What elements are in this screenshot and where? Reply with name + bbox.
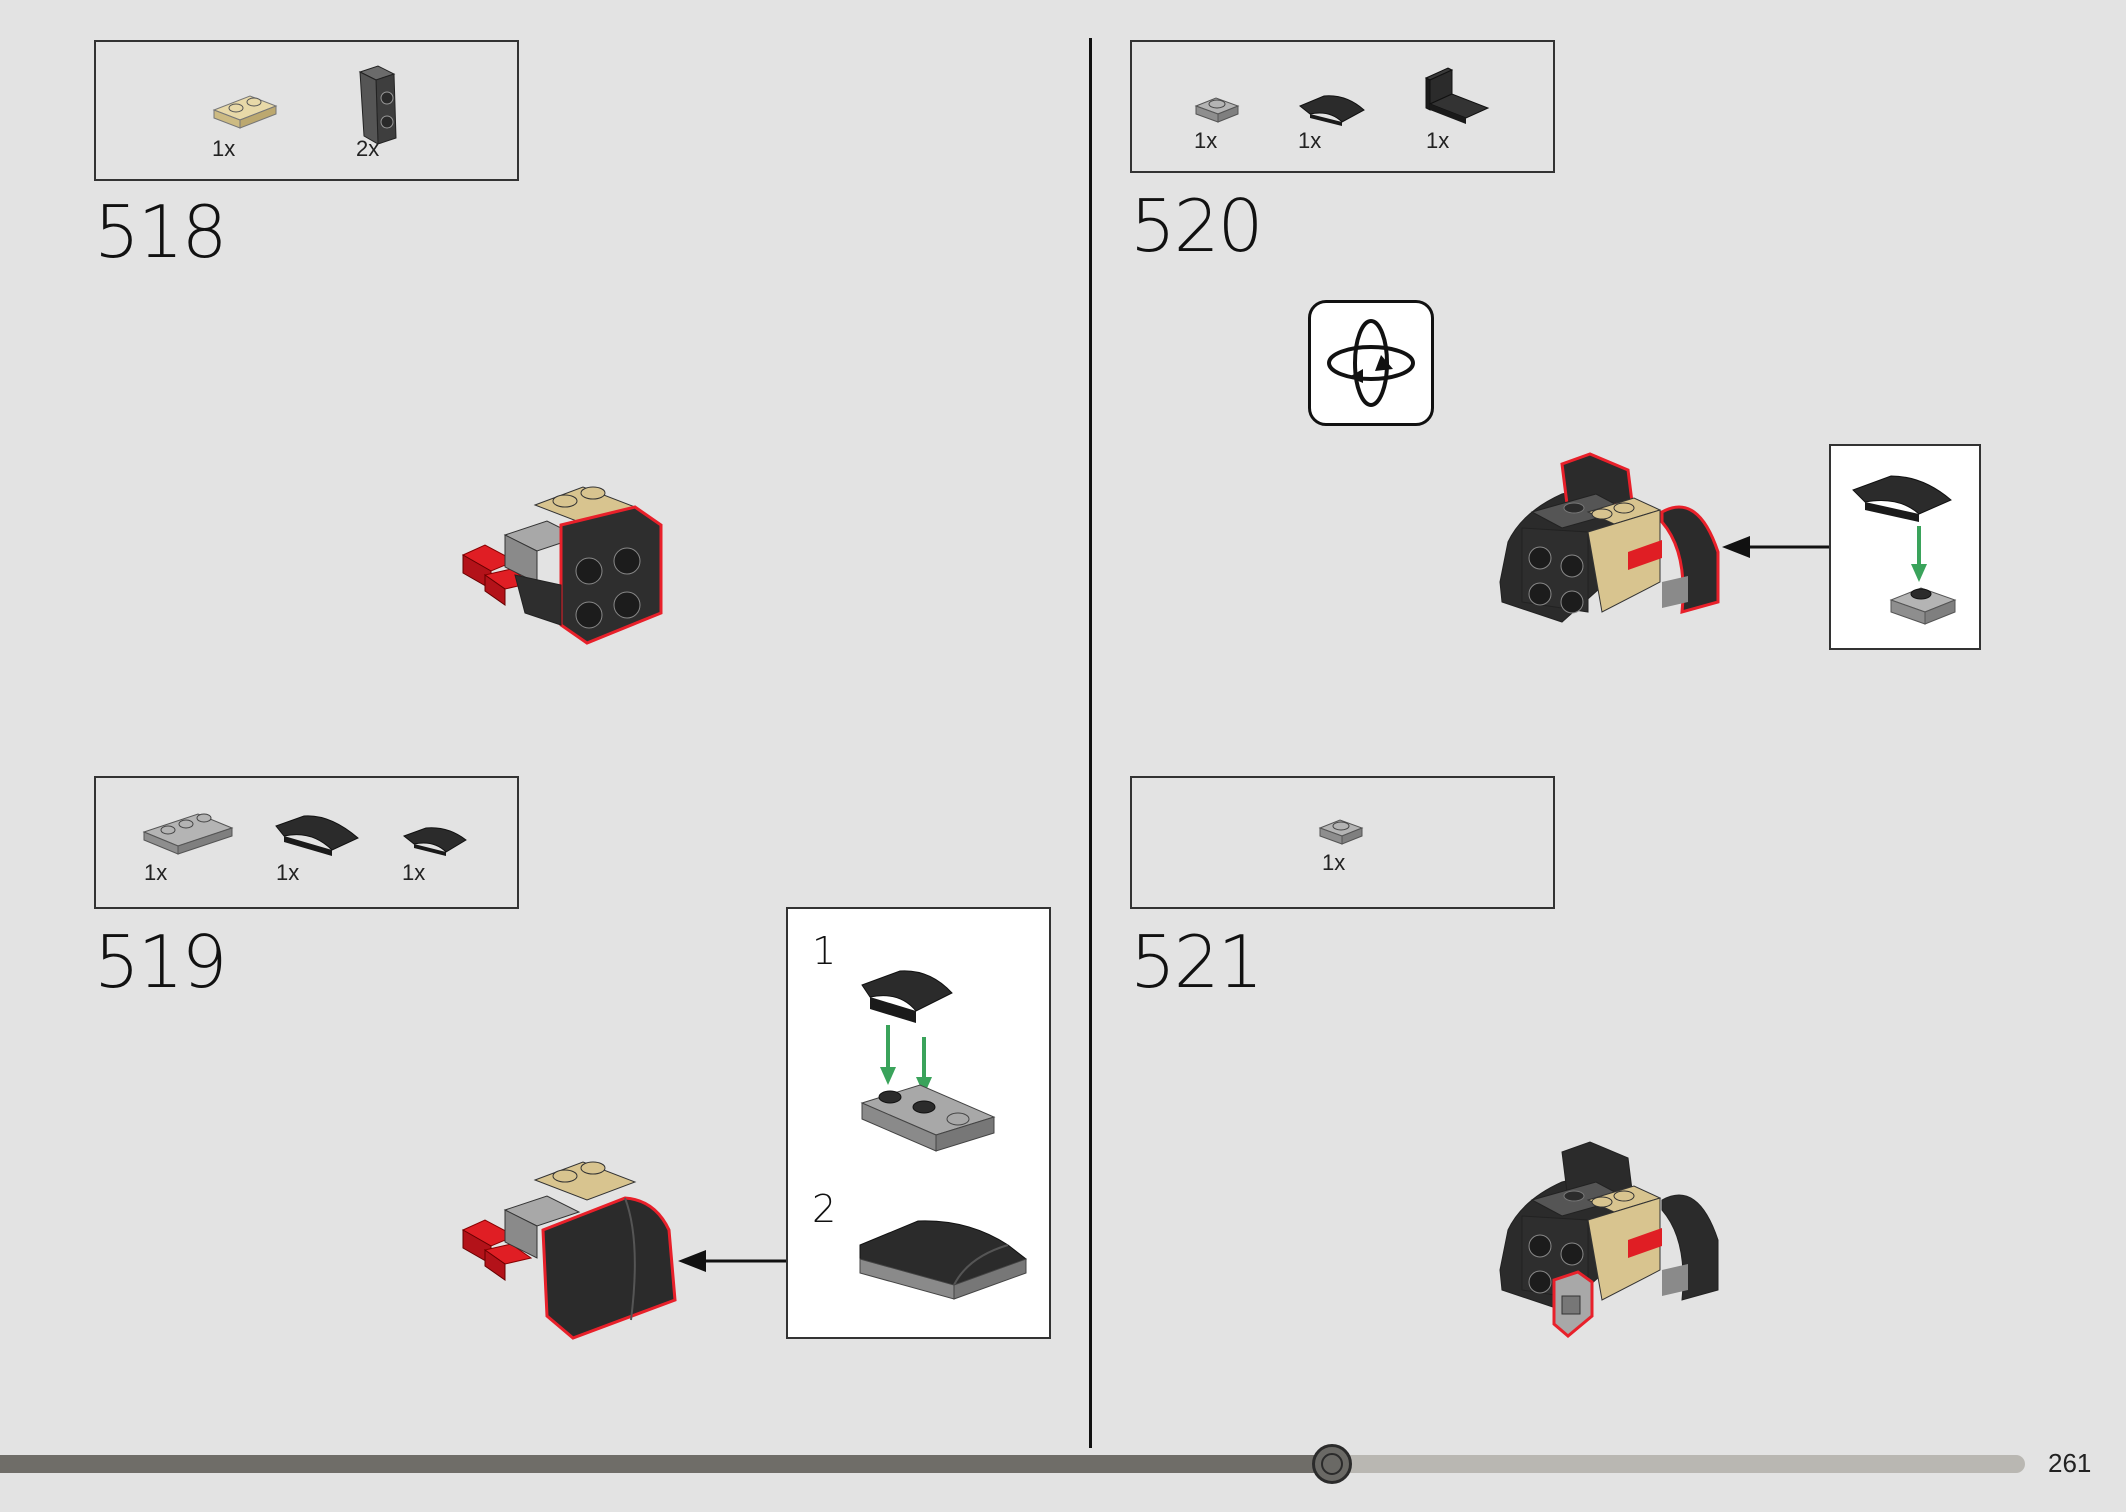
step-number: 520 [1130,184,1263,268]
black-curved-slope-small-icon [402,827,467,856]
step-number: 521 [1130,920,1263,1004]
black-curved-slope-icon [1299,95,1365,126]
model-illustration-step-521 [1499,1141,1719,1338]
black-panel-icon [1424,67,1490,124]
step-number: 519 [94,920,227,1004]
model-illustration-step-518 [461,486,663,645]
substep-2-illustration [859,1220,1028,1300]
page-number: 261 [2048,1448,2092,1478]
model-illustration-step-520 [1499,452,1720,623]
arrow-left-icon [1722,536,1830,558]
step-521-parts-box: 1x [1130,776,1555,909]
part-qty: 1x [1426,128,1450,153]
progress-knob[interactable] [1312,1444,1352,1484]
substep-illustration [1852,475,1957,625]
part-qty: 1x [276,860,300,885]
substep-callout-box [1829,444,1981,650]
arrow-left-icon [678,1250,786,1272]
part-qty: 1x [1298,128,1322,153]
part-qty: 1x [212,136,236,161]
rotate-icon [1327,319,1415,407]
substep-number: 1 [812,929,837,973]
part-qty: 1x [402,860,426,885]
rotate-model-box [1308,300,1434,426]
step-518-parts-box: 1x 2x [94,40,519,181]
tan-plate-icon [212,95,278,129]
step-520-parts-box: 1x 1x 1x [1130,40,1555,173]
light-grey-plate-1x1-icon [1318,819,1364,845]
part-qty: 1x [1322,850,1346,875]
page-progress-bar[interactable] [0,1444,2025,1484]
model-illustration-step-519 [461,1161,677,1340]
substep-1-illustration [860,970,996,1152]
substep-callout-box: 1 2 [786,907,1051,1339]
part-qty: 1x [144,860,168,885]
page-divider [1089,38,1092,1448]
black-curved-slope-icon [275,815,359,856]
step-number: 518 [94,190,227,274]
step-519-parts-box: 1x 1x 1x [94,776,519,909]
light-grey-plate-icon [142,813,234,855]
dark-grey-bracket-icon [358,65,397,144]
part-qty: 2x [356,136,380,161]
progress-fill [0,1455,1332,1473]
substep-number: 2 [812,1187,837,1231]
light-grey-plate-1x1-icon [1194,97,1240,123]
part-qty: 1x [1194,128,1218,153]
